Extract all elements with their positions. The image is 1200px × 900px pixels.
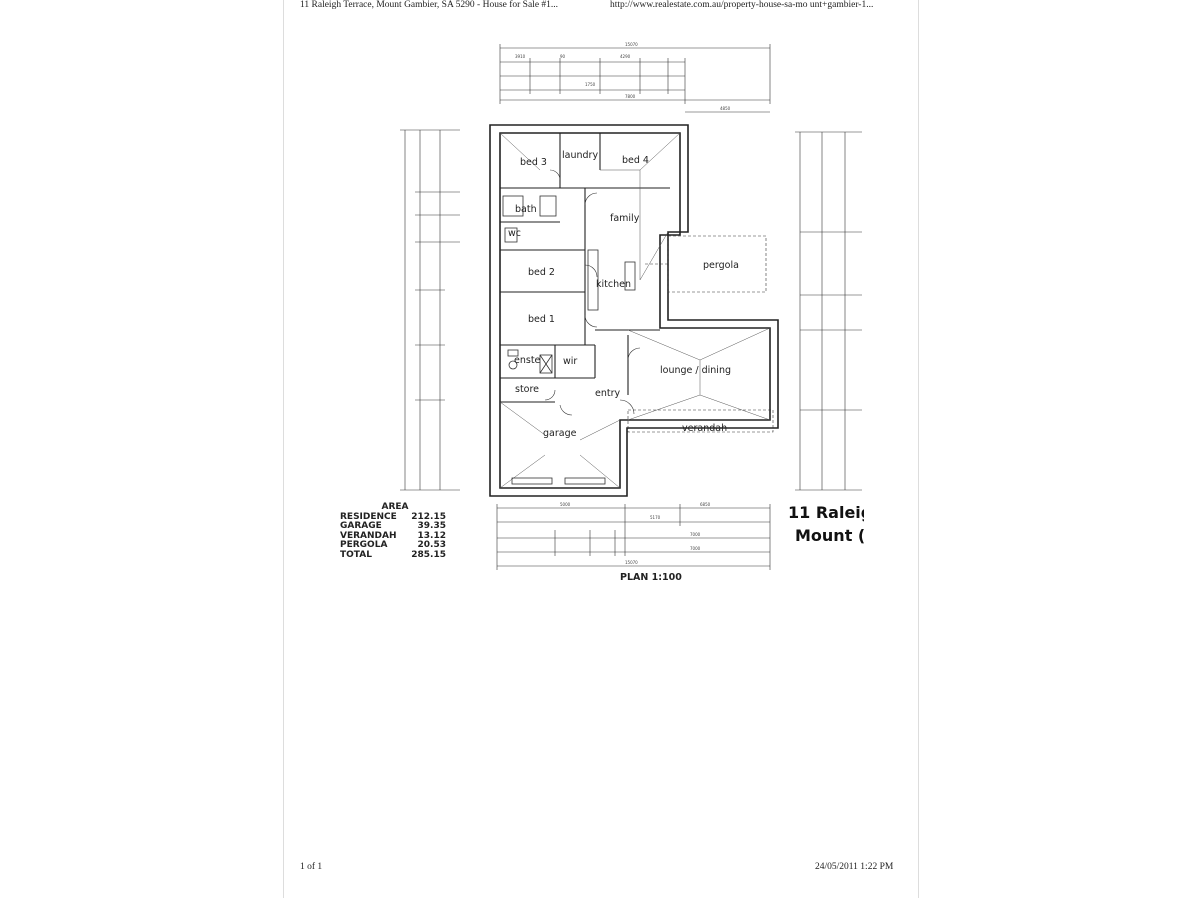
area-pergola: pergola bbox=[703, 260, 739, 271]
svg-text:1750: 1750 bbox=[585, 82, 596, 87]
area-label: RESIDENCE bbox=[340, 511, 397, 522]
room-bath: bath bbox=[515, 204, 537, 215]
area-schedule: AREA RESIDENCE 212.15 GARAGE 39.35 VERANDA… bbox=[340, 502, 450, 561]
room-wc: wc bbox=[508, 228, 521, 239]
door-swings bbox=[544, 169, 641, 416]
svg-text:3910: 3910 bbox=[515, 54, 526, 59]
bottom-dimension-lines bbox=[496, 504, 771, 570]
pergola-outline bbox=[645, 235, 767, 293]
room-garage: garage bbox=[543, 428, 577, 439]
svg-text:7800: 7800 bbox=[625, 94, 636, 99]
area-label: PERGOLA bbox=[340, 540, 388, 550]
area-label: VERANDAH bbox=[340, 530, 397, 541]
plan-title-line-2: Mount ( bbox=[795, 526, 864, 545]
area-value: 20.53 bbox=[417, 540, 446, 550]
printed-page bbox=[283, 0, 919, 898]
plan-title-line-1: 11 Raleig bbox=[788, 503, 864, 522]
area-verandah: verandah bbox=[682, 423, 727, 434]
area-value: 285.15 bbox=[411, 549, 446, 560]
area-label: GARAGE bbox=[340, 521, 382, 531]
area-row: GARAGE 39.35 bbox=[340, 521, 450, 532]
plan-title-block: 11 Raleig Mount ( bbox=[770, 503, 864, 563]
interior-walls bbox=[500, 133, 670, 403]
svg-text:15070: 15070 bbox=[625, 42, 638, 47]
svg-text:6850: 6850 bbox=[700, 502, 711, 507]
room-bed-1: bed 1 bbox=[528, 314, 555, 325]
svg-text:15070: 15070 bbox=[625, 560, 638, 565]
print-header-title: 11 Raleigh Terrace, Mount Gambier, SA 52… bbox=[300, 0, 559, 10]
print-header-url: http://www.realestate.com.au/property-ho… bbox=[610, 0, 874, 10]
dimension-numerals: 15070 3910 90 4290 1750 7800 4850 5000 6850 51… bbox=[515, 42, 731, 565]
svg-text:5170: 5170 bbox=[650, 515, 661, 520]
area-value: 212.15 bbox=[411, 511, 446, 522]
area-row: RESIDENCE 212.15 bbox=[340, 511, 450, 523]
area-row: PERGOLA 20.53 bbox=[340, 540, 450, 551]
top-dimension-lines bbox=[499, 44, 771, 113]
print-footer-datetime: 24/05/2011 1:22 PM bbox=[815, 862, 894, 872]
svg-text:90: 90 bbox=[560, 54, 566, 59]
room-family: family bbox=[610, 213, 640, 224]
area-row: TOTAL 285.15 bbox=[340, 549, 450, 561]
svg-text:4290: 4290 bbox=[620, 54, 631, 59]
area-title: AREA bbox=[381, 502, 409, 512]
area-label: TOTAL bbox=[340, 549, 372, 560]
area-row: VERANDAH 13.12 bbox=[340, 530, 450, 542]
svg-text:7000: 7000 bbox=[690, 546, 701, 551]
svg-text:4850: 4850 bbox=[720, 106, 731, 111]
room-laundry: laundry bbox=[562, 150, 598, 161]
room-store: store bbox=[515, 384, 539, 395]
area-value: 13.12 bbox=[417, 530, 446, 541]
room-ensuite: enste bbox=[514, 355, 541, 366]
svg-text:7000: 7000 bbox=[690, 532, 701, 537]
left-dimension-lines bbox=[400, 129, 460, 491]
room-bed-3: bed 3 bbox=[520, 157, 547, 168]
area-value: 39.35 bbox=[417, 521, 446, 531]
building-walls bbox=[489, 124, 779, 497]
verandah-outline bbox=[627, 409, 774, 433]
right-dimension-lines bbox=[795, 131, 862, 491]
room-lounge-dining: lounge / dining bbox=[660, 365, 731, 376]
room-kitchen: kitchen bbox=[596, 279, 631, 290]
room-wir: wir bbox=[563, 356, 577, 367]
plan-scale-label: PLAN 1:100 bbox=[620, 572, 682, 583]
print-footer-page: 1 of 1 bbox=[300, 862, 323, 872]
room-bed-4: bed 4 bbox=[622, 155, 649, 166]
room-entry: entry bbox=[595, 388, 620, 399]
roof-lines bbox=[499, 132, 771, 489]
fixtures bbox=[502, 195, 636, 485]
svg-text:5000: 5000 bbox=[560, 502, 571, 507]
room-bed-2: bed 2 bbox=[528, 267, 555, 278]
